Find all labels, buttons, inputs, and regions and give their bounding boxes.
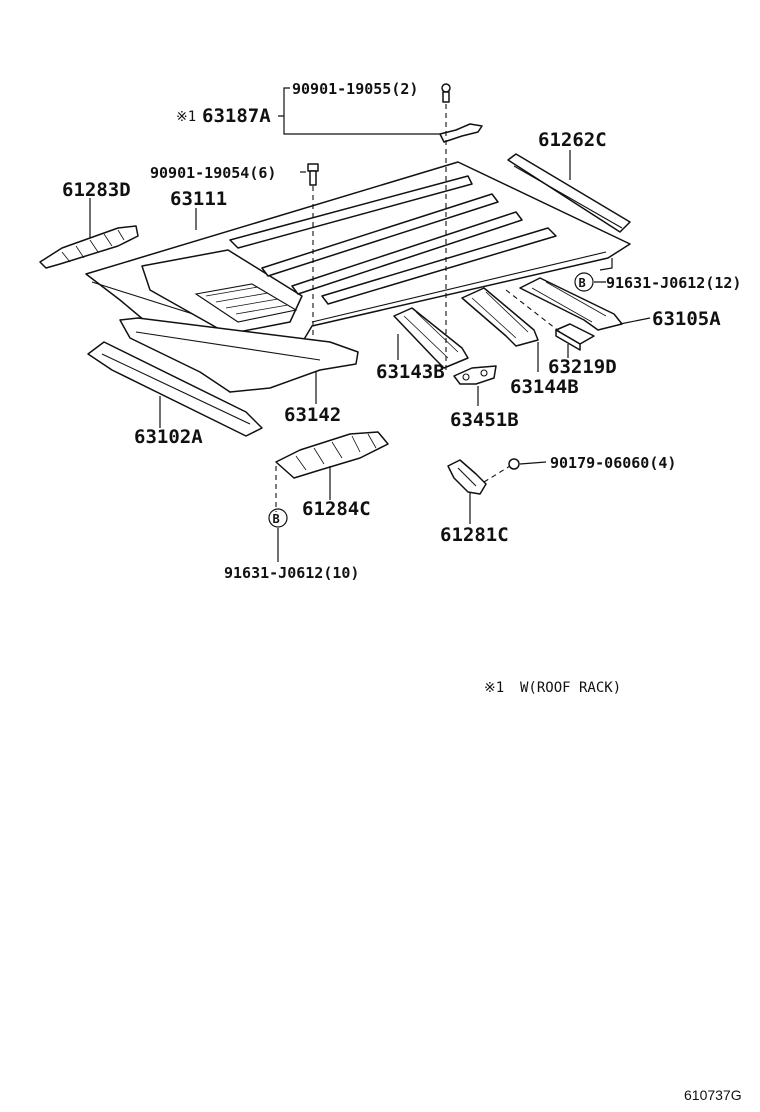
roof-bow-63143B xyxy=(393,307,469,369)
bolt-90901-19054-icon xyxy=(307,163,319,186)
mark-63187A: ※1 xyxy=(176,109,196,125)
label-61281C: 61281C xyxy=(440,524,509,546)
ref-b-bottom: B xyxy=(273,512,280,526)
label-91631-J0612-12: 91631-J0612(12) xyxy=(606,274,741,292)
label-61262C: 61262C xyxy=(538,129,607,151)
figure-id: 610737G xyxy=(684,1087,742,1103)
bolt-90901-19055-icon xyxy=(441,83,451,103)
roof-side-rail-61262C xyxy=(507,153,631,233)
nut-90179-06060-icon xyxy=(508,458,520,470)
assembly-lines xyxy=(275,104,561,512)
label-63105A: 63105A xyxy=(652,308,721,330)
ref-circle-b-top xyxy=(574,272,594,292)
label-63111: 63111 xyxy=(170,188,227,210)
roof-bow-63144B xyxy=(461,287,539,347)
bracket-61281C xyxy=(447,459,487,495)
ref-b-top: B xyxy=(579,276,586,290)
label-61284C: 61284C xyxy=(302,498,371,520)
footnote-mark: ※1 xyxy=(484,680,504,696)
label-91631-J0612-10: 91631-J0612(10) xyxy=(224,564,359,582)
label-90901-19054: 90901-19054(6) xyxy=(150,164,276,182)
label-90179-06060: 90179-06060(4) xyxy=(550,454,676,472)
label-63451B: 63451B xyxy=(450,409,519,431)
label-63142: 63142 xyxy=(284,404,341,426)
bracket-61283D xyxy=(39,225,139,269)
ref-circle-b-bottom xyxy=(268,508,288,528)
label-63143B: 63143B xyxy=(376,361,445,383)
label-61283D: 61283D xyxy=(62,179,131,201)
rear-roof-rail-63102A xyxy=(87,341,263,437)
label-63187A: 63187A xyxy=(202,105,271,127)
clip-63451B xyxy=(453,365,497,385)
label-63102A: 63102A xyxy=(134,426,203,448)
leader-lines xyxy=(89,87,651,562)
pad-63219D xyxy=(555,323,595,351)
rear-header-63142 xyxy=(119,317,359,393)
label-63219D: 63219D xyxy=(548,356,617,378)
footnote-text: W(ROOF RACK) xyxy=(520,680,621,696)
label-63144B: 63144B xyxy=(510,376,579,398)
bracket-63187A-icon xyxy=(439,123,483,143)
label-90901-19055: 90901-19055(2) xyxy=(292,80,418,98)
bracket-61284C xyxy=(275,431,389,479)
